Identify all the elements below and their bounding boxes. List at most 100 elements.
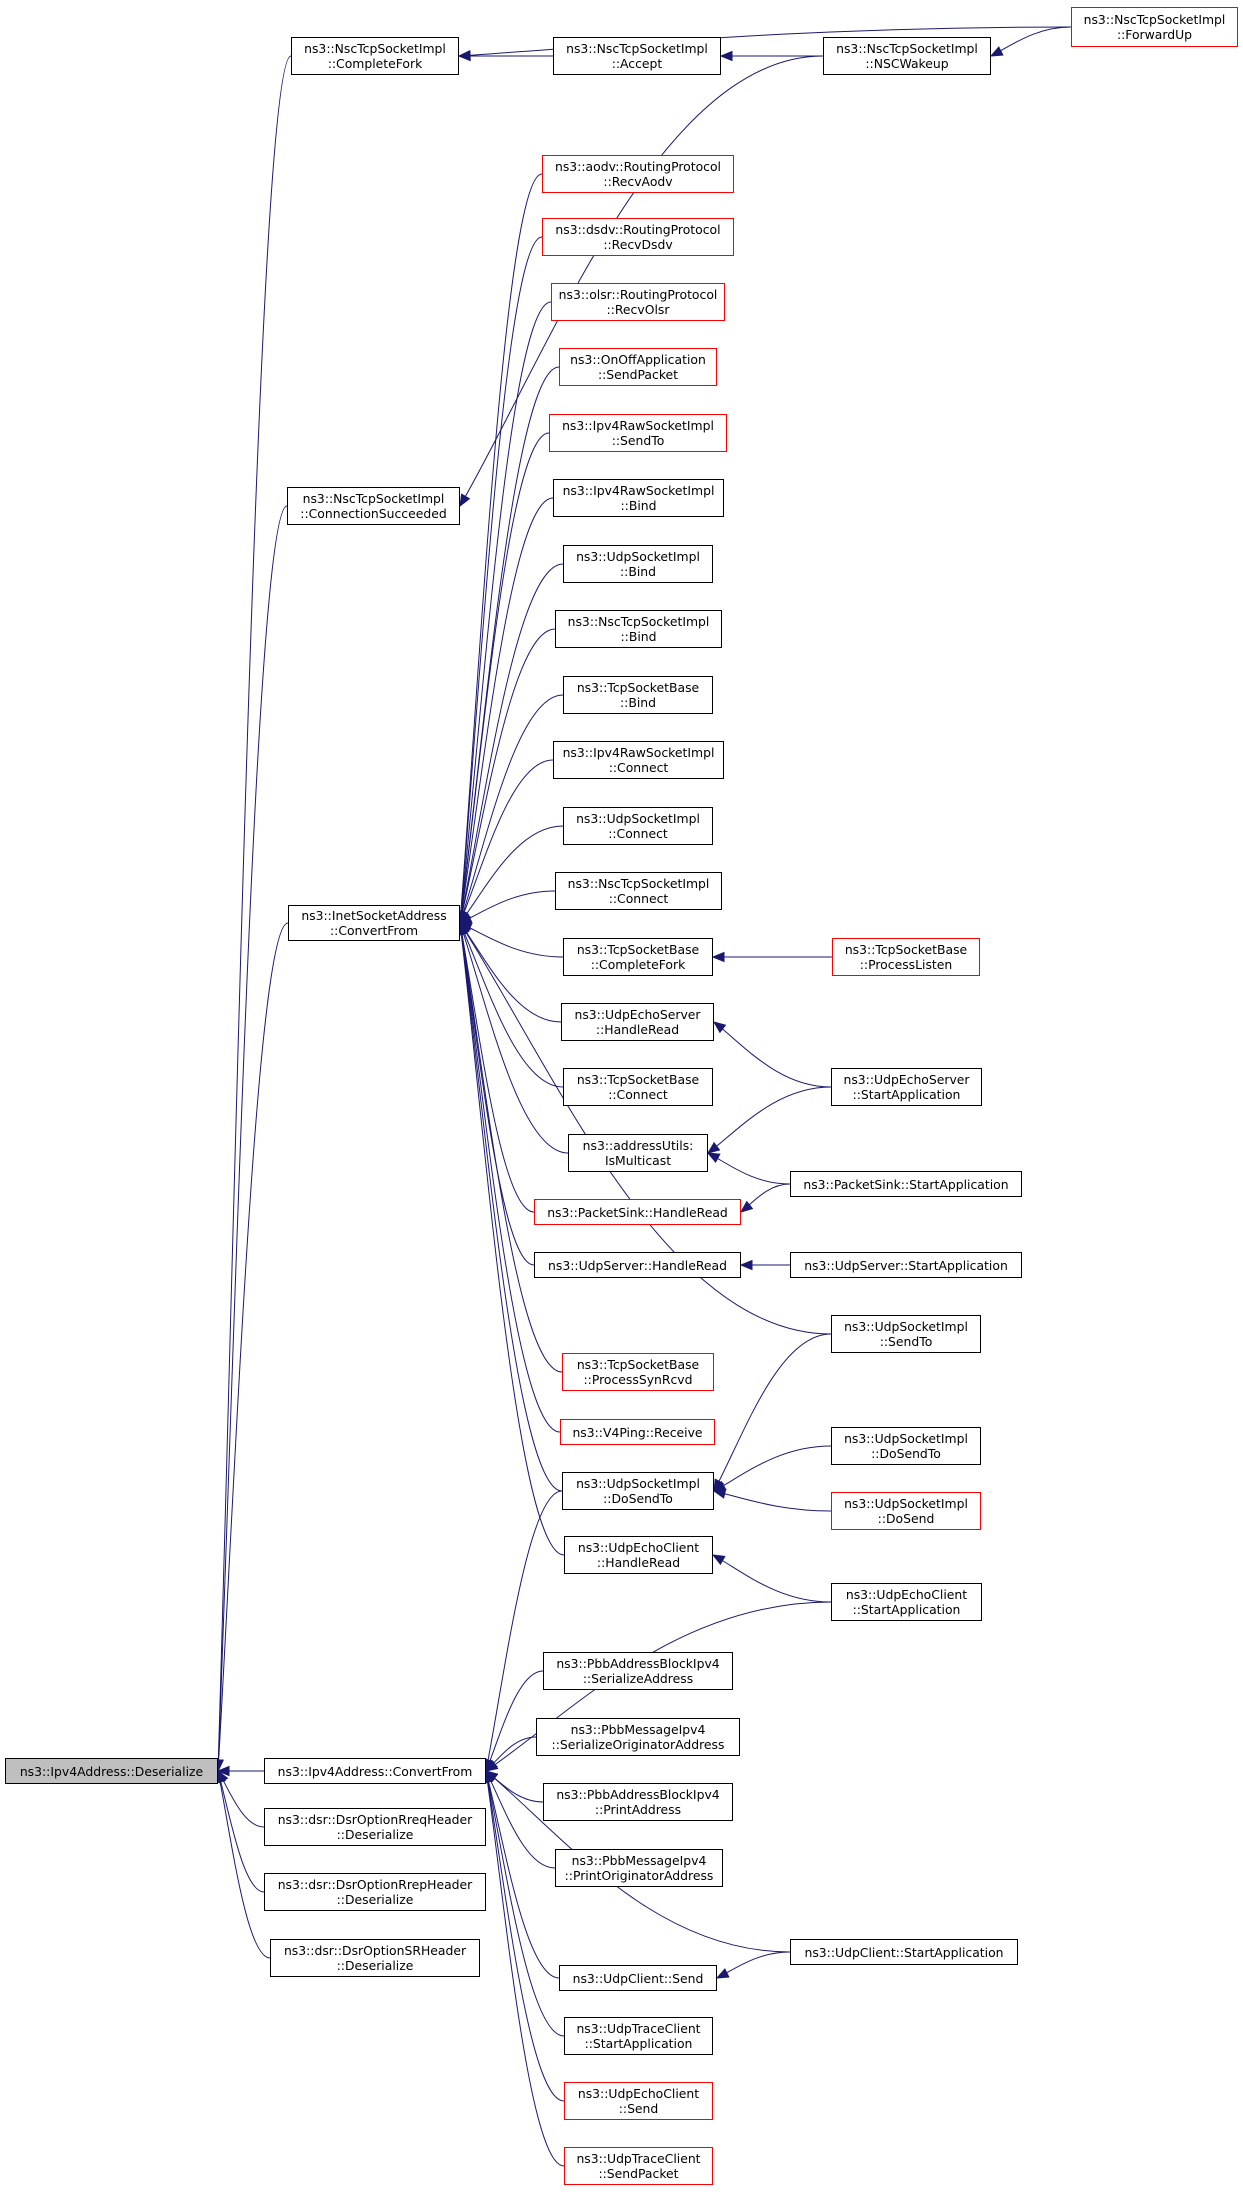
node-label: ns3::TcpSocketBase xyxy=(576,680,700,695)
edge-aodv-recv-to-inet-convertfrom xyxy=(459,173,543,924)
node-udpechoserver-handleread[interactable]: ns3::UdpEchoServer::HandleRead xyxy=(561,1003,714,1041)
node-pbbblock-serialize[interactable]: ns3::PbbAddressBlockIpv4::SerializeAddre… xyxy=(543,1652,733,1690)
node-nsc-nscwakeup[interactable]: ns3::NscTcpSocketImpl::NSCWakeup xyxy=(823,37,991,75)
node-packetsink-start[interactable]: ns3::PacketSink::StartApplication xyxy=(790,1171,1022,1197)
arrowhead xyxy=(739,1259,753,1271)
node-inet-convertfrom[interactable]: ns3::InetSocketAddress::ConvertFrom xyxy=(288,905,460,941)
node-label: ::Connect xyxy=(608,891,669,906)
node-udpsock-connect[interactable]: ns3::UdpSocketImpl::Connect xyxy=(563,807,713,845)
node-udpechoclient-send[interactable]: ns3::UdpEchoClient::Send xyxy=(564,2082,713,2120)
edge-udptraceclient-send-to-ipv4-convertfrom xyxy=(485,1770,565,2167)
node-tcpbase-connect[interactable]: ns3::TcpSocketBase::Connect xyxy=(563,1068,713,1106)
node-label: ns3::aodv::RoutingProtocol xyxy=(554,159,722,174)
node-nsc-accept[interactable]: ns3::NscTcpSocketImpl::Accept xyxy=(553,37,721,75)
node-label: ns3::UdpServer::HandleRead xyxy=(548,1257,727,1273)
node-label: ns3::UdpTraceClient xyxy=(576,2021,701,2036)
edge-addressutils-ismulticast-to-inet-convertfrom xyxy=(459,922,569,1154)
edge-dsdv-recv-to-inet-convertfrom xyxy=(459,236,543,924)
node-tcpbase-completefork[interactable]: ns3::TcpSocketBase::CompleteFork xyxy=(563,938,713,976)
arrowhead xyxy=(485,1759,498,1772)
edge-udpechoclient-start-to-udpechoclient-handleread xyxy=(712,1554,832,1603)
edge-olsr-recv-to-inet-convertfrom xyxy=(459,301,552,924)
edge-udpsock-sendto-to-udpsock-dosendto xyxy=(713,1333,832,1492)
node-udpsock-sendto[interactable]: ns3::UdpSocketImpl::SendTo xyxy=(831,1315,981,1353)
node-label: ::NSCWakeup xyxy=(865,56,949,71)
node-label: ::CompleteFork xyxy=(590,957,686,972)
node-label: IsMulticast xyxy=(604,1153,672,1168)
node-label: ns3::NscTcpSocketImpl xyxy=(1083,12,1226,27)
node-nsc-completefork[interactable]: ns3::NscTcpSocketImpl::CompleteFork xyxy=(291,37,459,75)
node-label: ::PrintOriginatorAddress xyxy=(564,1868,714,1883)
node-pbbblock-print[interactable]: ns3::PbbAddressBlockIpv4::PrintAddress xyxy=(543,1783,733,1821)
node-nsc-forwardup[interactable]: ns3::NscTcpSocketImpl::ForwardUp xyxy=(1071,7,1238,47)
node-udpserver-start[interactable]: ns3::UdpServer::StartApplication xyxy=(790,1252,1022,1278)
node-label: ns3::NscTcpSocketImpl xyxy=(304,41,446,56)
node-udpclient-start[interactable]: ns3::UdpClient::StartApplication xyxy=(790,1939,1018,1965)
node-tcpbase-processlisten[interactable]: ns3::TcpSocketBase::ProcessListen xyxy=(832,938,980,976)
arrowhead xyxy=(711,1554,726,1566)
node-tcpbase-synrcvd[interactable]: ns3::TcpSocketBase::ProcessSynRcvd xyxy=(562,1353,714,1391)
node-label: ::Send xyxy=(618,2101,659,2116)
node-udptraceclient-send[interactable]: ns3::UdpTraceClient::SendPacket xyxy=(564,2147,713,2185)
node-udpsock-bind[interactable]: ns3::UdpSocketImpl::Bind xyxy=(563,545,713,583)
node-label: ns3::UdpSocketImpl xyxy=(576,811,700,826)
node-udpsock-dosendto[interactable]: ns3::UdpSocketImpl::DoSendTo xyxy=(562,1472,714,1510)
node-pbbmsg-serialize[interactable]: ns3::PbbMessageIpv4::SerializeOriginator… xyxy=(536,1718,740,1756)
node-nsc-connsucceeded[interactable]: ns3::NscTcpSocketImpl::ConnectionSucceed… xyxy=(287,487,460,525)
node-label: ::DoSendTo xyxy=(603,1491,673,1506)
node-onoff-send[interactable]: ns3::OnOffApplication::SendPacket xyxy=(559,348,717,386)
node-label: ns3::PbbMessageIpv4 xyxy=(570,1722,706,1737)
node-dsr-sr[interactable]: ns3::dsr::DsrOptionSRHeader::Deserialize xyxy=(270,1939,480,1977)
arrowhead xyxy=(989,46,1004,57)
node-label: ns3::dsr::DsrOptionSRHeader xyxy=(283,1943,467,1958)
node-label: ns3::UdpClient::Send xyxy=(572,1970,704,1986)
node-udpsock-dosend[interactable]: ns3::UdpSocketImpl::DoSend xyxy=(831,1492,981,1530)
node-ipv4-convertfrom[interactable]: ns3::Ipv4Address::ConvertFrom xyxy=(264,1758,486,1784)
node-label: ns3::Ipv4RawSocketImpl xyxy=(562,418,714,433)
node-packetsink-handleread[interactable]: ns3::PacketSink::HandleRead xyxy=(534,1199,741,1225)
node-label: ::StartApplication xyxy=(852,1087,961,1102)
edge-nsc-bind-to-inet-convertfrom xyxy=(459,628,556,924)
node-label: ns3::UdpClient::StartApplication xyxy=(804,1944,1004,1960)
node-nsc-bind[interactable]: ns3::NscTcpSocketImpl::Bind xyxy=(555,610,722,648)
node-nsc-connect[interactable]: ns3::NscTcpSocketImpl::Connect xyxy=(555,872,722,910)
edge-ipv4raw-sendto-to-inet-convertfrom xyxy=(459,432,550,924)
node-udptraceclient-start[interactable]: ns3::UdpTraceClient::StartApplication xyxy=(564,2017,713,2055)
node-udpechoserver-start[interactable]: ns3::UdpEchoServer::StartApplication xyxy=(831,1068,982,1106)
node-ipv4raw-bind[interactable]: ns3::Ipv4RawSocketImpl::Bind xyxy=(553,479,724,517)
node-v4ping-receive[interactable]: ns3::V4Ping::Receive xyxy=(560,1419,715,1445)
edge-udptraceclient-start-to-ipv4-convertfrom xyxy=(485,1770,565,2037)
node-udpechoclient-handleread[interactable]: ns3::UdpEchoClient::HandleRead xyxy=(564,1536,713,1574)
node-tcpbase-bind[interactable]: ns3::TcpSocketBase::Bind xyxy=(563,676,713,714)
node-label: ns3::Ipv4Address::ConvertFrom xyxy=(277,1763,473,1779)
node-ipv4raw-sendto[interactable]: ns3::Ipv4RawSocketImpl::SendTo xyxy=(549,414,727,452)
node-label: ns3::Ipv4RawSocketImpl xyxy=(562,483,715,498)
node-dsr-rreq[interactable]: ns3::dsr::DsrOptionRreqHeader::Deseriali… xyxy=(264,1808,486,1846)
node-udpserver-handleread[interactable]: ns3::UdpServer::HandleRead xyxy=(534,1252,741,1278)
arrowhead xyxy=(719,50,733,62)
edge-udpsock-dosendto-to-inet-convertfrom xyxy=(459,922,563,1492)
edge-udpechoclient-handleread-to-inet-convertfrom xyxy=(459,922,565,1556)
node-olsr-recv[interactable]: ns3::olsr::RoutingProtocol::RecvOlsr xyxy=(551,283,725,321)
node-label: ::RecvDsdv xyxy=(603,237,673,252)
arrowhead xyxy=(457,50,471,61)
node-dsr-rrep[interactable]: ns3::dsr::DsrOptionRrepHeader::Deseriali… xyxy=(264,1873,486,1911)
node-udpechoclient-start[interactable]: ns3::UdpEchoClient::StartApplication xyxy=(831,1583,982,1621)
edge-nsc-completefork-to-deserialize xyxy=(217,55,292,1772)
node-pbbmsg-print[interactable]: ns3::PbbMessageIpv4::PrintOriginatorAddr… xyxy=(555,1849,723,1887)
node-udpclient-send[interactable]: ns3::UdpClient::Send xyxy=(559,1965,717,1991)
node-aodv-recv[interactable]: ns3::aodv::RoutingProtocol::RecvAodv xyxy=(542,155,734,193)
edge-dsr-rrep-to-deserialize xyxy=(217,1770,265,1893)
node-udpsock-dosendto-r[interactable]: ns3::UdpSocketImpl::DoSendTo xyxy=(831,1427,981,1465)
arrowhead xyxy=(459,493,471,508)
node-dsdv-recv[interactable]: ns3::dsdv::RoutingProtocol::RecvDsdv xyxy=(542,218,734,256)
node-addressutils-ismulticast[interactable]: ns3::addressUtils:IsMulticast xyxy=(568,1134,708,1172)
node-label: ns3::dsr::DsrOptionRrepHeader xyxy=(277,1877,473,1892)
edge-pbbblock-serialize-to-ipv4-convertfrom xyxy=(485,1670,544,1772)
node-label: ns3::NscTcpSocketImpl xyxy=(836,41,978,56)
node-label: ::SendTo xyxy=(611,433,665,448)
node-ipv4raw-connect[interactable]: ns3::Ipv4RawSocketImpl::Connect xyxy=(553,741,724,779)
